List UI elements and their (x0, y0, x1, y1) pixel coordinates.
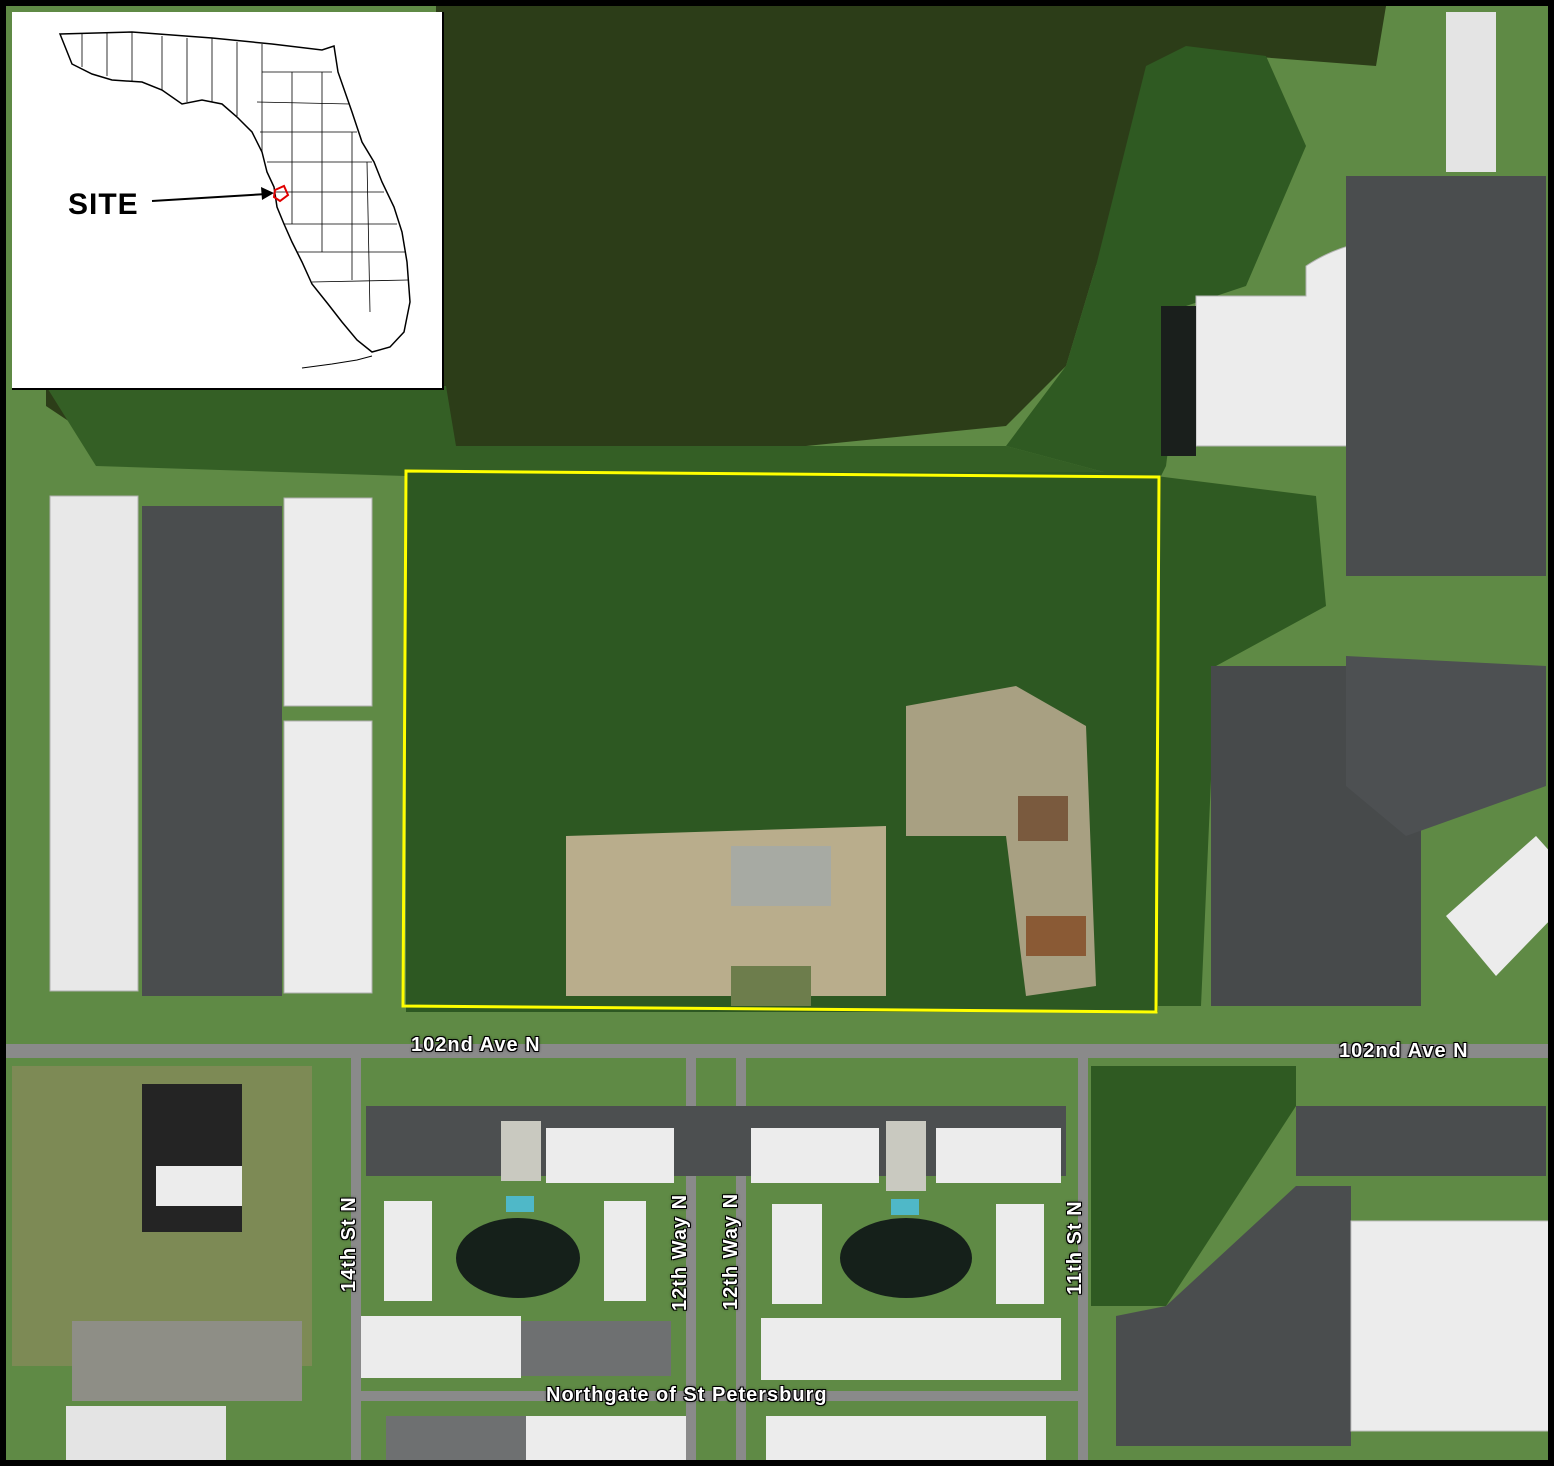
pool-2 (891, 1199, 919, 1215)
road-label-12th-way-b: 12th Way N (720, 1192, 742, 1310)
site-building (731, 846, 831, 906)
pond-2 (840, 1218, 972, 1298)
sw-building (156, 1166, 242, 1206)
forest-lake-south (46, 386, 1156, 486)
county-lines (81, 32, 409, 313)
apt-6 (772, 1204, 822, 1304)
florida-state-outline (58, 31, 411, 353)
road-12th-a (686, 1046, 696, 1460)
keys (301, 355, 373, 369)
pool-1 (506, 1196, 534, 1212)
sw-lot (142, 1084, 242, 1232)
lake (46, 6, 1386, 446)
apt-8 (361, 1316, 521, 1378)
aerial-imagery (6, 6, 1548, 1460)
apt-5 (604, 1201, 646, 1301)
road-label-11th-st: 11th St N (1064, 1200, 1086, 1295)
road-label-102nd-ave-left: 102nd Ave N (411, 1034, 541, 1056)
pond-1 (456, 1218, 580, 1298)
road-label-northgate: Northgate of St Petersburg (546, 1384, 828, 1406)
site-shed-2 (1026, 916, 1086, 956)
ne-shadow (1161, 306, 1196, 456)
apt-1 (546, 1128, 674, 1183)
site-arrow-line (151, 193, 268, 202)
se-lot-top (1296, 1106, 1546, 1176)
site-label: SITE (68, 188, 139, 221)
apt-2 (751, 1128, 879, 1183)
apt-7 (996, 1204, 1044, 1304)
clubhouse-2 (886, 1121, 926, 1191)
road-label-14th-st: 14th St N (338, 1196, 360, 1292)
sw-warehouse (66, 1406, 226, 1460)
parking-east-2 (1346, 656, 1546, 836)
apt-10 (761, 1318, 1061, 1380)
site-shed (1018, 796, 1068, 841)
site-boundary (401, 469, 1161, 1014)
apt-4 (384, 1201, 432, 1301)
ne-building-top (1446, 12, 1496, 172)
warehouse-west-2 (283, 497, 373, 707)
road-102nd (6, 1044, 1548, 1058)
florida-locator-inset: SITE (12, 12, 444, 390)
road-label-102nd-ave-right: 102nd Ave N (1339, 1040, 1469, 1062)
florida-outline (58, 31, 411, 369)
site-field (731, 966, 811, 1006)
sw-yard (72, 1321, 302, 1401)
apt-12 (526, 1416, 686, 1460)
parking-ne (1346, 176, 1546, 576)
site-location-marker (272, 184, 290, 203)
clubhouse-1 (501, 1121, 541, 1181)
se-warehouse (1350, 1220, 1548, 1432)
apt-13 (766, 1416, 1046, 1460)
road-12th-b (736, 1046, 746, 1460)
site-clearing (566, 826, 886, 996)
road-11th (1078, 1046, 1088, 1460)
parking-west (142, 506, 282, 996)
apt-9 (521, 1321, 671, 1376)
warehouse-west-3 (283, 720, 373, 994)
apt-3 (936, 1128, 1061, 1183)
forest-east (1156, 476, 1326, 1006)
warehouse-west-1 (49, 495, 139, 992)
apt-11 (386, 1416, 526, 1460)
road-northgate (361, 1391, 1081, 1401)
forest-lake-edge (1006, 46, 1306, 486)
road-14th (351, 1046, 361, 1460)
se-parking (1116, 1186, 1351, 1446)
site-arrow-head (261, 187, 274, 200)
road-label-12th-way-a: 12th Way N (669, 1193, 691, 1311)
east-building (1446, 836, 1548, 976)
se-forest (1091, 1066, 1296, 1306)
